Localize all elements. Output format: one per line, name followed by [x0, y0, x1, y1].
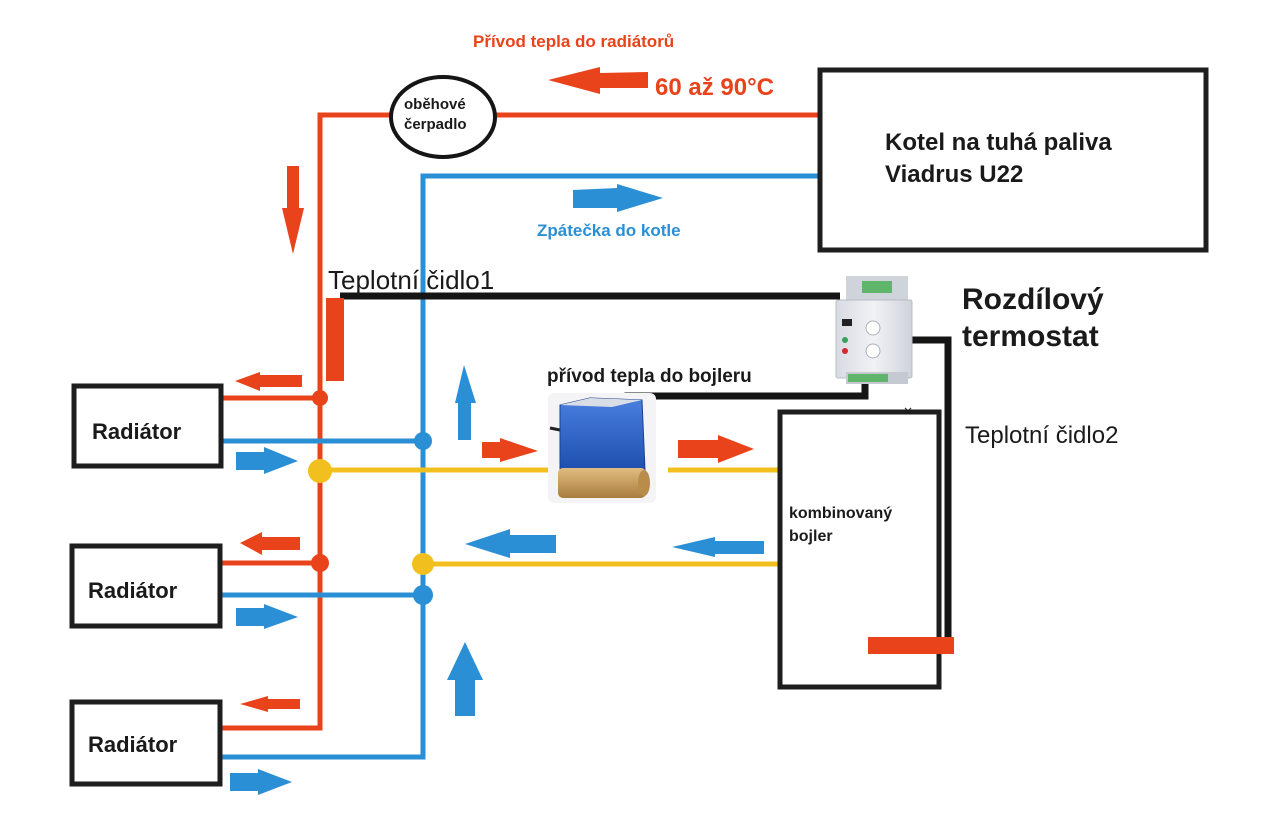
- arrow-up-icon: [455, 365, 476, 440]
- boiler-label-line1: Kotel na tuhá paliva: [885, 129, 1112, 156]
- pump-body: [389, 75, 497, 159]
- radiator-label: Radiátor: [88, 732, 178, 757]
- thermostat-label-line1: Rozdílový: [962, 283, 1104, 316]
- thermostat-label-line2: termostat: [962, 320, 1099, 353]
- junctions: [308, 390, 434, 605]
- arrow-left-icon: [465, 529, 556, 558]
- arrow-right-icon: [573, 184, 663, 212]
- boiler-loop-pipes: [320, 467, 780, 567]
- radiator-box: [71, 383, 224, 469]
- return-title: Zpátečka do kotle: [537, 221, 681, 240]
- hot-supply-pipes: [220, 112, 820, 731]
- led-green: [842, 337, 848, 343]
- arrow-right-icon: [482, 438, 538, 462]
- arrow-right-icon: [236, 604, 298, 629]
- switch: [842, 319, 852, 326]
- junction-cold-1: [414, 432, 432, 450]
- radiator-label: Radiátor: [92, 419, 182, 444]
- arrow-right-icon: [230, 769, 292, 795]
- pump-label-line1: oběhové: [404, 96, 466, 113]
- differential-thermostat[interactable]: [835, 276, 913, 384]
- arrow-right-icon: [678, 435, 754, 463]
- zone-valve[interactable]: [548, 393, 656, 503]
- arrow-right-icon: [236, 447, 298, 474]
- flow-arrows: [230, 67, 764, 795]
- arrow-left-icon: [672, 537, 764, 557]
- supply-title: Přívod tepla do radiátorů: [473, 32, 674, 51]
- valve-actuator: [559, 397, 646, 471]
- junction-hot-1: [312, 390, 328, 406]
- tank-label-line2: bojler: [789, 528, 833, 545]
- junction-yellow-1: [308, 459, 332, 483]
- cold-return-pipes: [220, 173, 820, 760]
- junction-hot-2: [311, 554, 329, 572]
- arrow-up-icon: [447, 642, 483, 716]
- radiator-box: [69, 543, 223, 629]
- radiator[interactable]: Radiátor: [69, 543, 223, 629]
- led-red: [842, 348, 848, 354]
- arrow-left-icon: [235, 372, 302, 391]
- arrow-left-icon: [548, 67, 648, 94]
- temperature-sensor-1: [326, 298, 344, 381]
- circulation-pump[interactable]: oběhové čerpadlo: [389, 75, 497, 159]
- valve-title: přívod tepla do bojleru: [547, 366, 752, 387]
- knob-1: [865, 320, 881, 336]
- cold-main-pipe: [220, 173, 820, 760]
- radiator[interactable]: Radiátor: [71, 383, 224, 469]
- hot-main-pipe: [220, 112, 820, 731]
- radiator-label: Radiátor: [88, 578, 178, 603]
- close-icon: ×: [903, 404, 913, 418]
- valve-wire: [549, 426, 561, 432]
- knob-2: [865, 343, 881, 359]
- sensor1-label: Teplotní čidlo1: [328, 265, 494, 295]
- arrow-down-icon: [282, 166, 304, 254]
- arrow-left-icon: [240, 696, 300, 712]
- arrow-left-icon: [240, 532, 300, 555]
- junction-yellow-2: [412, 553, 434, 575]
- junction-cold-2: [413, 585, 433, 605]
- solid-fuel-boiler[interactable]: Kotel na tuhá paliva Viadrus U22: [817, 67, 1209, 253]
- valve-brass-body: [558, 468, 646, 498]
- valve-port: [638, 470, 650, 496]
- tank-label-line1: kombinovaný: [789, 505, 892, 522]
- boiler-box: [817, 67, 1209, 253]
- pump-label-line2: čerpadlo: [404, 116, 467, 133]
- radiator-box: [69, 699, 223, 787]
- terminal-block-bottom: [848, 374, 888, 382]
- valve-actuator-top: [560, 398, 642, 407]
- terminal-block-top: [862, 281, 892, 293]
- sensor2-label: Teplotní čidlo2: [965, 422, 1118, 449]
- supply-temperature: 60 až 90°C: [655, 74, 774, 101]
- boiler-label-line2: Viadrus U22: [885, 161, 1023, 188]
- radiator[interactable]: Radiátor: [69, 699, 223, 787]
- temperature-sensor-2-bar: [868, 637, 954, 654]
